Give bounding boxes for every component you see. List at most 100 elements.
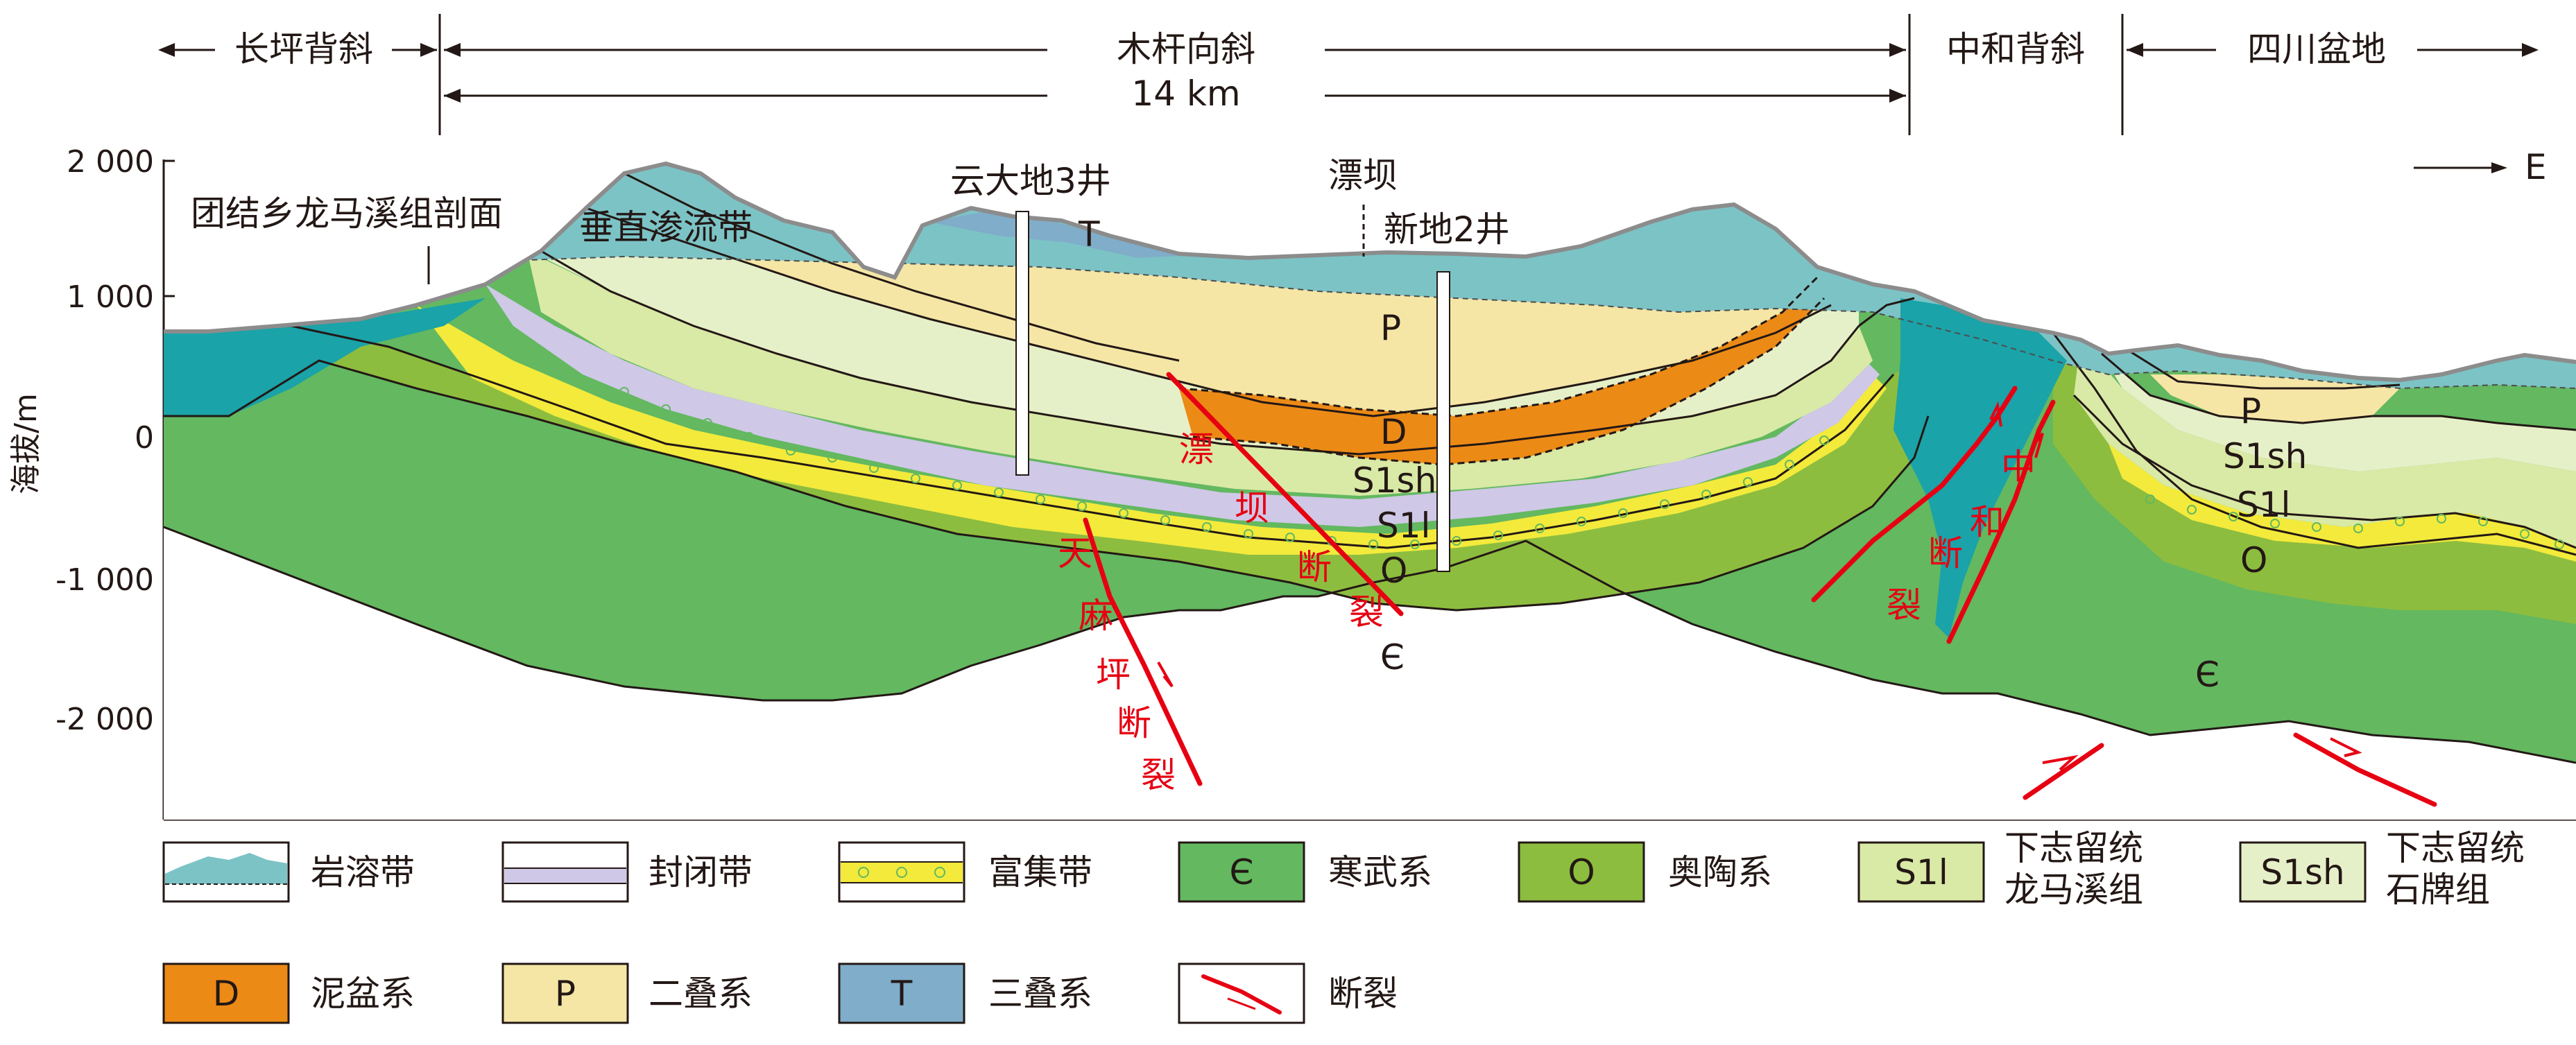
basement-fault-1: [2023, 743, 2104, 800]
legend-label: 二叠系: [649, 974, 753, 1014]
y-tick-label: 0: [135, 420, 154, 456]
s1l-layer-right: [2074, 340, 2576, 548]
legend-item-permian: P 二叠系: [501, 962, 753, 1024]
basement-fault-2: [2293, 732, 2437, 807]
y-tick-label: 2 000: [67, 144, 154, 180]
fault-char: 中: [2001, 447, 2036, 487]
label-piaoba: 漂坝: [1328, 155, 1398, 196]
east-arrow-head: [2491, 162, 2507, 173]
legend-symbol: P: [555, 974, 576, 1014]
deep-karst-zhonghe: [1894, 298, 2067, 638]
ordovician-layer-right: [2053, 333, 2576, 624]
well-yundadi3: [1015, 211, 1029, 476]
legend-label: 断裂: [1328, 974, 1398, 1014]
label-changping-anticline: 长坪背斜: [234, 29, 373, 69]
zhonghe-fault-label: 中 和 断 裂: [1887, 447, 2036, 625]
legend-label: 岩溶带: [311, 852, 415, 892]
legend-label: 泥盆系: [311, 974, 415, 1014]
label-syncline-width: 14 km: [1131, 74, 1240, 114]
legend-symbol: T: [891, 974, 913, 1014]
y-tick-label: 1 000: [67, 279, 154, 315]
legend-label: 封闭带: [649, 852, 753, 892]
karst-base-line: [164, 255, 2576, 390]
y-axis: 2 000 1 000 0 -1 000 -2 000 海拔/m: [8, 144, 175, 820]
label-profile: 团结乡龙马溪组剖面: [191, 193, 503, 234]
y-tick-label: -2 000: [55, 702, 154, 737]
fault-char: 坝: [1235, 488, 1269, 528]
label-s1l: S1l: [1377, 506, 1430, 546]
devonian-top-line: [1178, 276, 1819, 417]
arrow-heads: [158, 43, 2539, 103]
fault-char: 麻: [1079, 596, 1113, 636]
legend-item-cambrian: Є 寒武系: [1178, 841, 1432, 903]
fault-char: 天: [1058, 533, 1092, 573]
label-sichuan-basin: 四川盆地: [2247, 29, 2386, 69]
fault-char: 裂: [1887, 585, 1921, 625]
permian-layer-right: [2150, 374, 2400, 423]
fault-char: 裂: [1349, 592, 1384, 632]
legend-label-l2: 石牌组: [2386, 870, 2490, 910]
legend-label-l1: 下志留统: [2386, 828, 2525, 868]
label-cambrian-right: Є: [2195, 655, 2219, 695]
legend-item-s1l: S1l 下志留统 龙马溪组: [1857, 828, 2143, 910]
label-s1sh: S1sh: [1353, 460, 1436, 501]
label-triassic: T: [1078, 214, 1100, 254]
enrichment-dots: [619, 387, 2564, 549]
legend-item-ordovician: O 奥陶系: [1518, 841, 1772, 903]
triassic-layer: [929, 211, 1193, 258]
zhonghe-fault-1: [1811, 386, 2018, 603]
legend-label: 寒武系: [1328, 852, 1432, 892]
basement-white: [164, 527, 2576, 820]
fault-char: 和: [1970, 502, 2004, 542]
compass-label: E: [2525, 147, 2547, 187]
legend-item-fault: 断裂: [1178, 962, 1398, 1024]
fault-char: 断: [1297, 547, 1332, 587]
label-well-yundadi3: 云大地3井: [950, 161, 1111, 201]
enrichment-zone-right: [2109, 444, 2576, 562]
legend-symbol: Є: [1230, 852, 1254, 892]
label-ordovician: O: [1380, 551, 1407, 591]
legend-item-triassic: T 三叠系: [838, 962, 1092, 1024]
label-vertical-zone: 垂直渗流带: [579, 207, 753, 248]
fault-char: 断: [1117, 703, 1151, 743]
legend-item-s1sh: S1sh 下志留统 石牌组: [2239, 828, 2525, 910]
label-permian: P: [1380, 308, 1401, 348]
structure-header: [163, 14, 2535, 135]
legend-item-enrichment: 富集带: [838, 841, 1092, 903]
legend-label: 富集带: [988, 852, 1092, 892]
legend-symbol: D: [213, 974, 240, 1014]
fault-char: 漂: [1179, 429, 1214, 469]
basement-wedge: [2025, 735, 2576, 820]
zhonghe-fault-2: [1946, 399, 2056, 644]
piaoba-fault-label: 漂 坝 断 裂: [1179, 429, 1384, 632]
legend-label: 奥陶系: [1668, 852, 1772, 892]
well-xindi2: [1436, 271, 1450, 572]
label-s1sh-right: S1sh: [2223, 436, 2307, 476]
label-well-xindi2: 新地2井: [1384, 209, 1510, 250]
legend-item-seal: 封闭带: [501, 841, 753, 903]
label-cambrian: Є: [1380, 637, 1405, 677]
legend-label-l1: 下志留统: [2004, 828, 2143, 868]
label-permian-right: P: [2240, 391, 2261, 431]
fault-char: 裂: [1141, 755, 1176, 795]
piaoba-fault: [1166, 372, 1404, 616]
y-tick-label: -1 000: [55, 562, 154, 598]
tianmaping-fault-label: 天 麻 坪 断 裂: [1058, 533, 1176, 795]
legend-symbol: S1sh: [2260, 852, 2344, 892]
topographic-surface: [164, 161, 2576, 383]
legend: 岩溶带 封闭带 富集带 Є 寒武系 O 奥陶系: [162, 828, 2525, 1024]
devonian-base-line: [1192, 297, 1826, 466]
s1sh-layer-right: [2102, 354, 2576, 472]
legend-label: 三叠系: [988, 974, 1092, 1014]
label-devonian: D: [1380, 412, 1407, 452]
fault-lines: [1083, 372, 2437, 807]
label-muqian-syncline: 木杆向斜: [1117, 29, 1255, 69]
fault-arrows: [1157, 401, 2362, 771]
tianmaping-fault: [1083, 517, 1203, 786]
legend-symbol: S1l: [1894, 852, 1948, 892]
devonian-layer: [1179, 277, 1824, 465]
label-s1l-right: S1l: [2237, 485, 2290, 525]
label-ordovician-right: O: [2240, 540, 2267, 580]
y-axis-title: 海拔/m: [8, 393, 44, 494]
